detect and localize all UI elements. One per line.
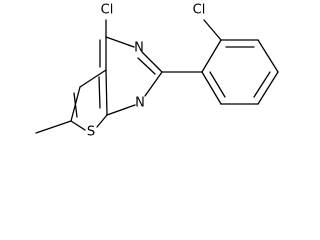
bond-c5-c6-inner bbox=[73, 92, 78, 118]
molecule-diagram: Cl N N S Cl bbox=[35, 3, 279, 140]
bond-ph6-ph1-inner bbox=[209, 71, 226, 98]
bond-ph4-ph5-inner bbox=[253, 71, 271, 98]
bond-ph2-cl bbox=[203, 19, 222, 41]
bond-c2-n1 bbox=[144, 71, 163, 97]
bond-ph6-ph1 bbox=[201, 71, 222, 105]
bond-c6-s bbox=[70, 120, 86, 131]
atom-label-s: S bbox=[87, 125, 95, 140]
bond-c4a-c5 bbox=[79, 69, 107, 88]
bond-s-c7a bbox=[96, 114, 108, 128]
atom-label-cl-top: Cl bbox=[101, 3, 114, 18]
bond-ph1-ph2 bbox=[201, 39, 222, 73]
bond-c7a-c4a bbox=[105, 69, 108, 116]
bond-n3-c2-double bbox=[141, 51, 163, 73]
bond-c6-methyl bbox=[35, 120, 72, 134]
bond-c7a-c4a-inner bbox=[98, 76, 101, 109]
atom-label-cl-phenyl: Cl bbox=[193, 3, 206, 18]
atom-label-n-lower: N bbox=[135, 96, 145, 111]
bond-ph4-ph5 bbox=[257, 71, 279, 105]
bond-n3-c2-inner bbox=[137, 57, 156, 75]
bond-n1-c7a bbox=[106, 104, 136, 116]
bond-ph3-ph4 bbox=[257, 39, 279, 73]
bond-c4-n3 bbox=[105, 36, 135, 48]
atom-label-n-upper: N bbox=[134, 41, 144, 56]
